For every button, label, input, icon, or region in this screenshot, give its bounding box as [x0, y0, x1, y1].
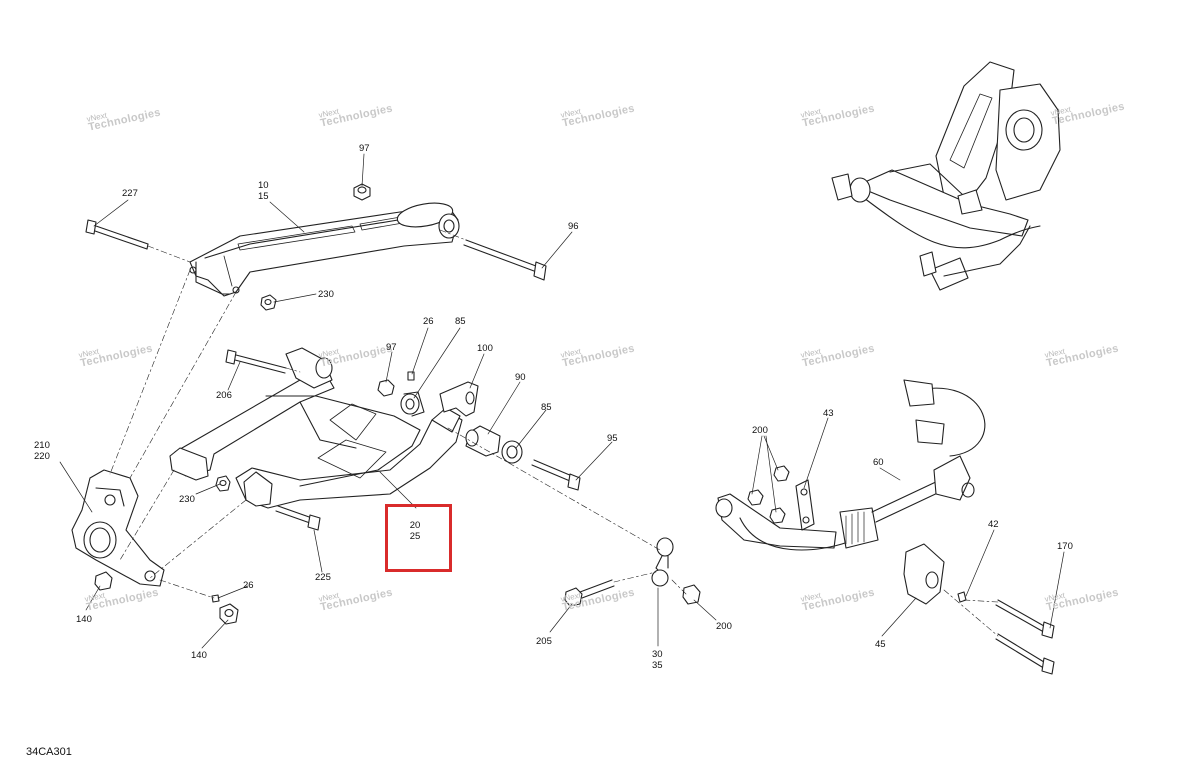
- grease-fitting-26-lower: [211, 594, 220, 603]
- bolts-170: [995, 599, 1055, 675]
- callout-230-lower[interactable]: 230: [179, 494, 195, 505]
- callout-20-25-highlighted[interactable]: 20 25: [409, 520, 421, 542]
- lower-a-arm: [169, 347, 463, 509]
- bushing-97-mid: [377, 379, 395, 397]
- callout-90[interactable]: 90: [515, 372, 526, 383]
- bushing-85-top: [400, 391, 425, 417]
- callout-10-15[interactable]: 10 15: [258, 180, 269, 202]
- callout-42[interactable]: 42: [988, 519, 999, 530]
- callout-100[interactable]: 100: [477, 343, 493, 354]
- callout-43[interactable]: 43: [823, 408, 834, 419]
- fitting-42: [957, 591, 967, 603]
- callout-97-mid[interactable]: 97: [386, 342, 397, 353]
- callout-60[interactable]: 60: [873, 457, 884, 468]
- bolt-227: [85, 219, 149, 250]
- nut-200-link: [682, 584, 701, 605]
- knuckle: [71, 469, 165, 587]
- callout-140-left[interactable]: 140: [76, 614, 92, 625]
- callout-205[interactable]: 205: [536, 636, 552, 647]
- bolt-206: [225, 349, 287, 374]
- highlight-box[interactable]: [385, 504, 452, 572]
- callout-45[interactable]: 45: [875, 639, 886, 650]
- callout-170[interactable]: 170: [1057, 541, 1073, 552]
- diagram-id: 34CA301: [26, 746, 72, 758]
- callout-206[interactable]: 206: [216, 390, 232, 401]
- callout-30-35[interactable]: 30 35: [652, 649, 663, 671]
- callout-26-top[interactable]: 26: [423, 316, 434, 327]
- bolt-95: [531, 459, 581, 491]
- callout-85-top[interactable]: 85: [455, 316, 466, 327]
- bracket-100: [439, 381, 479, 417]
- callout-210-220[interactable]: 210 220: [34, 440, 50, 462]
- nut-230-top: [260, 294, 277, 311]
- bolt-96: [463, 239, 547, 281]
- callout-26-lower[interactable]: 26: [243, 580, 254, 591]
- nut-140-left: [94, 571, 113, 591]
- nuts-200: [747, 465, 790, 524]
- nut-97-top: [353, 183, 371, 201]
- assembly-dash-lines: [109, 229, 999, 637]
- callout-200-plate[interactable]: 200: [752, 425, 768, 436]
- bracket-45: [903, 543, 945, 605]
- bolt-225: [275, 505, 321, 531]
- nut-140-lower: [219, 603, 239, 625]
- sleeve-90: [465, 425, 501, 457]
- callout-225[interactable]: 225: [315, 572, 331, 583]
- callout-140-lower[interactable]: 140: [191, 650, 207, 661]
- callout-227[interactable]: 227: [122, 188, 138, 199]
- callout-230-top[interactable]: 230: [318, 289, 334, 300]
- callout-97-top[interactable]: 97: [359, 143, 370, 154]
- plate-43: [795, 479, 815, 531]
- leader-lines: [59, 153, 1065, 649]
- callout-200-link[interactable]: 200: [716, 621, 732, 632]
- sway-bar: [715, 379, 986, 551]
- grease-fitting-26: [407, 371, 415, 381]
- bolt-205: [564, 579, 615, 607]
- callout-85-bottom[interactable]: 85: [541, 402, 552, 413]
- nut-230-lower: [215, 475, 231, 492]
- callout-96[interactable]: 96: [568, 221, 579, 232]
- overview-assembly: [831, 61, 1061, 291]
- sway-bar-link: [651, 537, 674, 587]
- callout-95[interactable]: 95: [607, 433, 618, 444]
- upper-a-arm: [189, 202, 460, 297]
